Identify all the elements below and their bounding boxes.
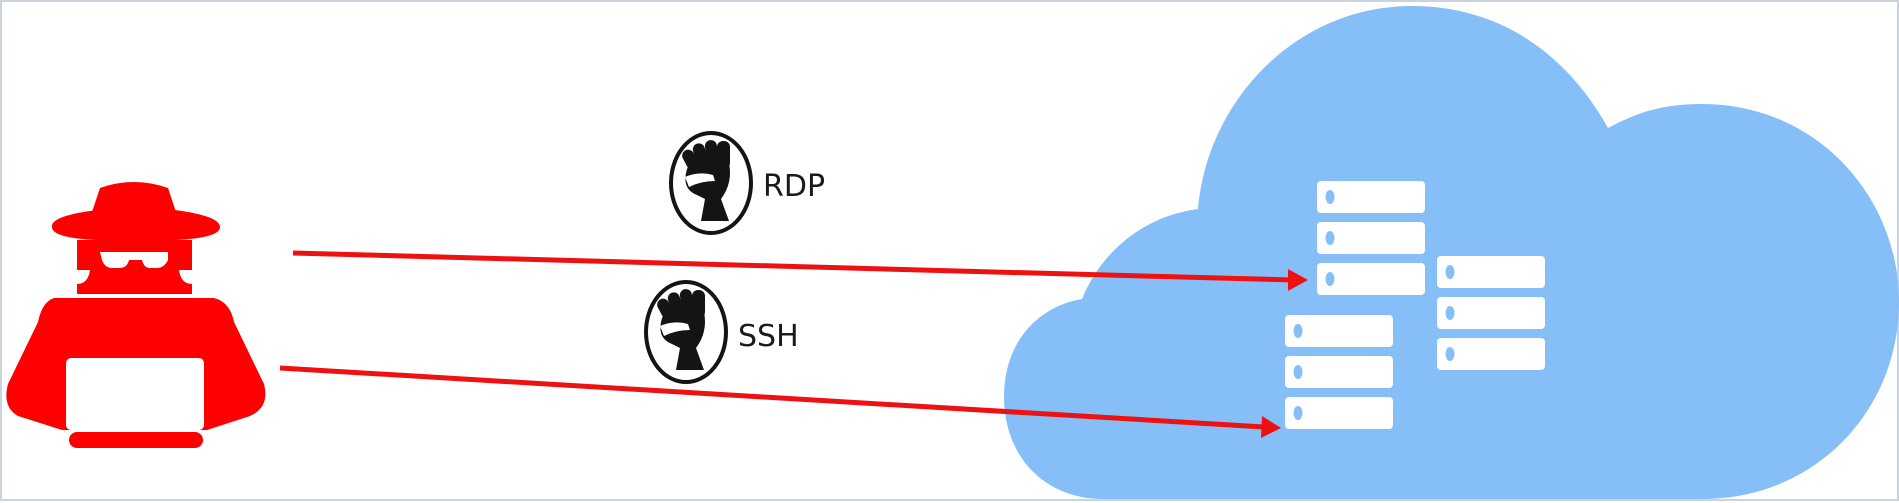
arrow-rdp (292, 250, 1308, 291)
arrow-ssh (279, 365, 1281, 438)
hacker-with-laptop-icon (6, 182, 266, 448)
server-rack-icon (1285, 315, 1393, 347)
raised-fist-icon (644, 280, 728, 384)
server-rack-icon (1437, 338, 1545, 370)
server-rack-icon (1317, 263, 1425, 295)
protocol-label-ssh: SSH (738, 319, 799, 354)
protocol-label-rdp: RDP (763, 169, 825, 204)
server-rack-icon (1285, 356, 1393, 388)
cloud-icon (1004, 6, 1899, 499)
raised-fist-icon (669, 131, 753, 235)
server-rack-icon (1285, 397, 1393, 429)
server-rack-icon (1317, 181, 1425, 213)
server-rack-icon (1437, 297, 1545, 329)
server-rack-icon (1317, 222, 1425, 254)
server-rack-icon (1437, 256, 1545, 288)
